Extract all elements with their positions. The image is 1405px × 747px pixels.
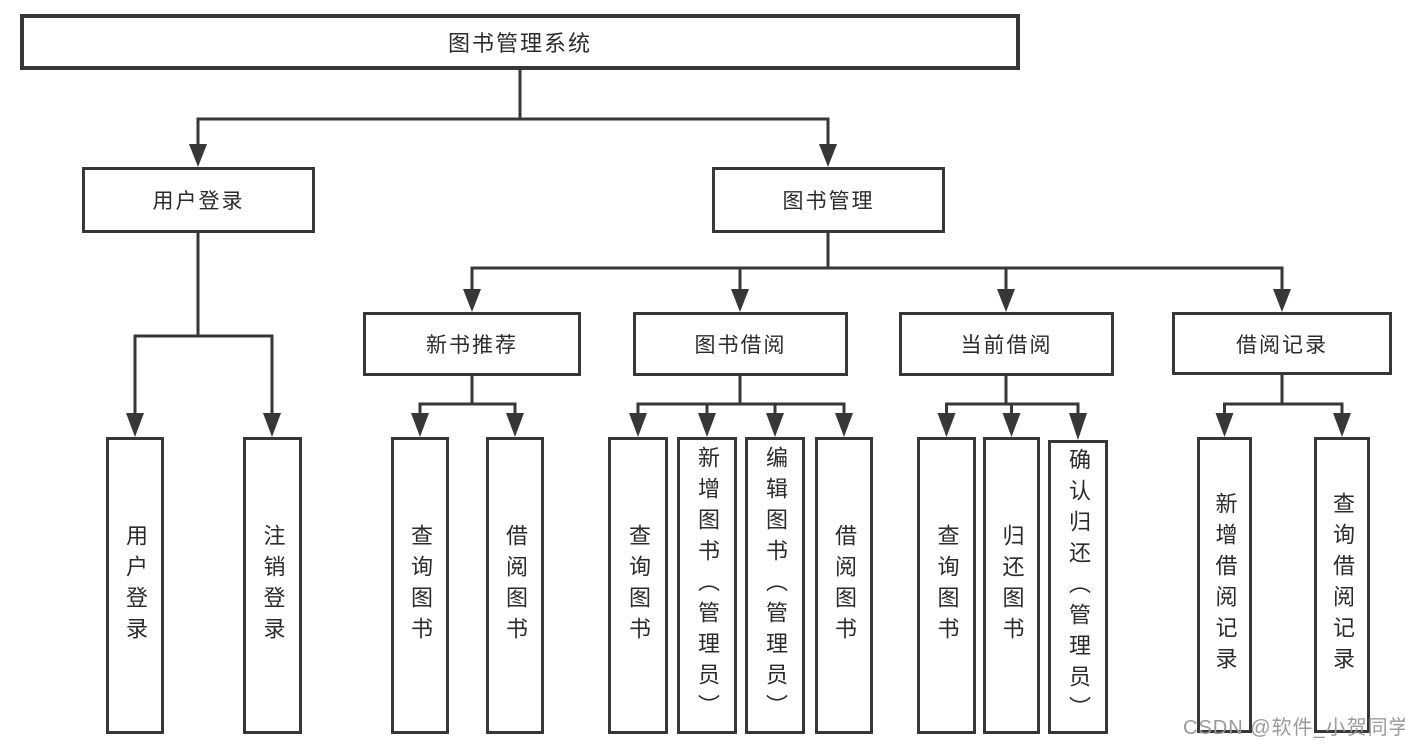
leaf-query-borrow-record-label: 查询借阅记录	[1330, 492, 1355, 678]
node-new-book-rec: 新书推荐	[363, 312, 581, 376]
node-root-label: 图书管理系统	[447, 31, 592, 56]
node-book-borrowing: 图书借阅	[633, 312, 848, 376]
node-book-borrowing-label: 图书借阅	[694, 334, 787, 357]
connector-root-to-level1	[189, 68, 837, 167]
node-borrowing-records: 借阅记录	[1172, 312, 1392, 375]
node-current-borrowing-label: 当前借阅	[960, 334, 1053, 357]
leaf-query-books-borrow: 查询图书	[608, 437, 668, 734]
leaf-query-books-current-label: 查询图书	[934, 523, 960, 648]
leaf-confirm-return-admin: 确认归还（管理员）	[1048, 440, 1108, 734]
node-borrowing-records-label: 借阅记录	[1236, 333, 1328, 357]
node-user-login-label: 用户登录	[152, 190, 245, 213]
connector-book-mgmt-to-level2	[463, 233, 1291, 312]
connector-current-borrowing-to-leaves	[937, 376, 1087, 440]
leaf-borrow-books-label: 借阅图书	[832, 523, 857, 648]
leaf-edit-books-admin-label: 编辑图书（管理员）	[763, 446, 788, 725]
csdn-watermark: CSDN @软件_小贺同学	[1183, 717, 1405, 739]
node-new-book-rec-label: 新书推荐	[426, 334, 518, 357]
leaf-add-borrow-record: 新增借阅记录	[1197, 437, 1252, 733]
leaf-logout: 注销登录	[243, 437, 302, 734]
node-current-borrowing: 当前借阅	[899, 312, 1114, 376]
node-book-mgmt: 图书管理	[712, 167, 945, 233]
connector-user-login-to-leaves	[126, 233, 281, 437]
leaf-add-books-admin: 新增图书（管理员）	[677, 437, 737, 734]
leaf-user-login-label: 用户登录	[123, 523, 148, 648]
leaf-edit-books-admin: 编辑图书（管理员）	[745, 437, 805, 734]
leaf-add-borrow-record-label: 新增借阅记录	[1212, 492, 1238, 678]
leaf-add-books-admin-label: 新增图书（管理员）	[695, 446, 720, 725]
leaf-return-books: 归还图书	[983, 437, 1040, 734]
leaf-borrow-books-rec-label: 借阅图书	[503, 523, 528, 648]
leaf-confirm-return-admin-label: 确认归还（管理员）	[1066, 447, 1091, 727]
leaf-return-books-label: 归还图书	[999, 523, 1025, 648]
leaf-query-books-current: 查询图书	[917, 437, 976, 734]
leaf-query-books-borrow-label: 查询图书	[626, 523, 651, 648]
leaf-query-borrow-record: 查询借阅记录	[1314, 437, 1370, 733]
node-user-login: 用户登录	[82, 167, 315, 233]
node-root: 图书管理系统	[20, 14, 1020, 70]
connector-borrowing-records-to-leaves	[1215, 375, 1351, 437]
leaf-borrow-books: 借阅图书	[815, 437, 873, 734]
leaf-logout-label: 注销登录	[260, 523, 286, 648]
connector-new-book-rec-to-leaves	[411, 376, 524, 437]
node-book-mgmt-label: 图书管理	[782, 190, 875, 213]
leaf-query-books-rec-label: 查询图书	[408, 523, 433, 648]
leaf-query-books-rec: 查询图书	[391, 437, 449, 734]
connector-book-borrowing-to-leaves	[629, 376, 853, 437]
leaf-user-login: 用户登录	[106, 437, 164, 734]
leaf-borrow-books-rec: 借阅图书	[486, 437, 544, 734]
